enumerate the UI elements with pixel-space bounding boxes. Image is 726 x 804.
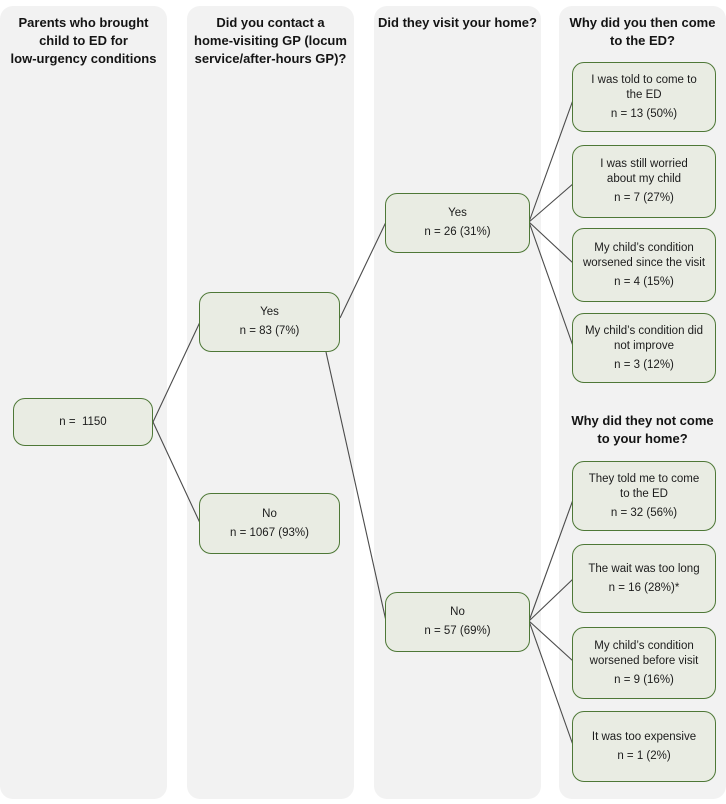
edge-gp-yes-to-visit-yes xyxy=(339,221,387,319)
node-count: n = 13 (50%) xyxy=(610,107,678,120)
node-count: n = 26 (31%) xyxy=(424,226,491,238)
node-label: The wait was too long xyxy=(588,562,700,575)
node-label: n = 1150 xyxy=(59,415,107,428)
edge-root-to-gp-no xyxy=(152,421,201,524)
node-count: n = 57 (69%) xyxy=(424,625,491,637)
node-count: n = 4 (15%) xyxy=(614,275,674,288)
node-label: Yes xyxy=(260,306,279,318)
edge-root-to-gp-yes xyxy=(152,321,201,423)
edge-visit-yes-to-told-to-come xyxy=(528,99,574,223)
column-header-visit-home: Did they visit your home? xyxy=(378,15,537,30)
column-visit-home xyxy=(374,6,541,799)
edge-visit-no-to-they-told-me xyxy=(528,496,575,622)
edge-visit-yes-to-worsened-since xyxy=(528,221,574,264)
node-count: n = 83 (7%) xyxy=(239,325,300,337)
node-count: n = 1067 (93%) xyxy=(230,526,309,539)
edge-visit-no-to-wait-too-long xyxy=(528,578,574,622)
node-count: n = 7 (27%) xyxy=(614,192,674,204)
edge-gp-yes-to-visit-no xyxy=(325,351,387,622)
node-count: n = 16 (28%)* xyxy=(608,581,680,594)
edge-visit-yes-to-not-improve xyxy=(528,221,574,347)
edge-visit-no-to-too-expensive xyxy=(528,620,574,746)
node-label: No xyxy=(262,507,277,520)
node-count: n = 9 (16%) xyxy=(614,673,674,686)
node-too-expensive: It was too expensive n = 1 (2%) xyxy=(572,711,716,782)
node-wait-too-long: The wait was too long n = 16 (28%)* xyxy=(572,544,716,613)
node-label: No xyxy=(450,606,465,618)
node-visit-yes: Yes n = 26 (31%) xyxy=(385,193,530,253)
node-contact-gp-yes: Yes n = 83 (7%) xyxy=(199,292,340,352)
edge-visit-no-to-worsened-before xyxy=(528,620,574,662)
node-count: n = 32 (56%) xyxy=(610,506,678,519)
node-contact-gp-no: No n = 1067 (93%) xyxy=(199,493,340,554)
node-root-sample: n = 1150 xyxy=(13,398,153,446)
node-label: Yes xyxy=(448,207,467,219)
column-contact-gp xyxy=(187,6,354,799)
edge-visit-yes-to-still-worried xyxy=(528,182,575,223)
node-count: n = 3 (12%) xyxy=(614,358,674,371)
node-visit-no: No n = 57 (69%) xyxy=(385,592,530,652)
node-label: It was too expensive xyxy=(591,730,697,743)
node-count: n = 1 (2%) xyxy=(617,749,671,762)
